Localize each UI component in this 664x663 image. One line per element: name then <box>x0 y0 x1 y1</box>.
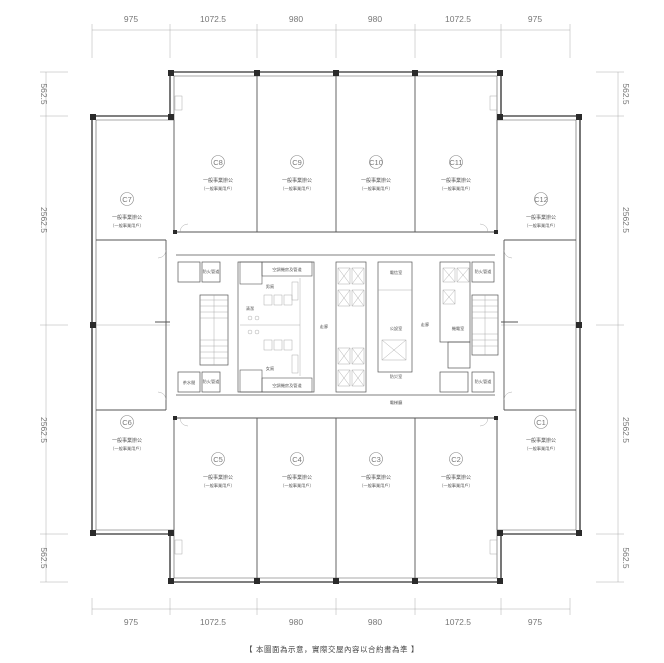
dim-right-3: 2562.5 <box>621 417 631 443</box>
dim-top-2: 1072.5 <box>200 14 226 24</box>
label-corridor-right: 走廊 <box>421 321 429 328</box>
dimension-top: 975 1072.5 980 980 1072.5 975 <box>91 14 571 58</box>
unit-c12-id: C12 <box>534 195 548 204</box>
columns <box>90 70 582 584</box>
unit-c11-sub: （一般事業用戶） <box>439 185 473 192</box>
label-shaft-right-bottom: 防火管道 <box>475 378 493 385</box>
unit-c3-sub: （一般事業用戶） <box>359 482 393 489</box>
label-mech: 機電室 <box>452 325 465 332</box>
unit-c9-id: C9 <box>292 158 302 167</box>
unit-c10-title: 一般事業辦公 <box>361 177 391 184</box>
dimension-left: 562.5 2562.5 2562.5 562.5 <box>39 71 68 583</box>
unit-c8-sub: （一般事業用戶） <box>201 185 235 192</box>
label-pantry: 茶水間 <box>183 379 196 386</box>
dim-right-4: 562.5 <box>621 547 631 569</box>
unit-c3-title: 一般事業辦公 <box>361 474 391 481</box>
unit-c9: C9 一般事業辦公 （一般事業用戶） <box>280 155 314 192</box>
unit-c12-sub: （一般事業用戶） <box>524 222 558 229</box>
unit-c3-id: C3 <box>371 455 381 464</box>
dim-top-1: 975 <box>124 14 138 24</box>
core-labels: 空調機房及管道 空調機房及管道 防火管道 防火管道 防火管道 防火管道 走廊 走… <box>183 266 492 406</box>
unit-c7-title: 一般事業辦公 <box>112 214 142 221</box>
label-electrical: 電信室 <box>390 269 403 276</box>
unit-c2: C2 一般事業辦公 （一般事業用戶） <box>439 452 473 489</box>
unit-c6: C6 一般事業辦公 （一般事業用戶） <box>110 415 144 452</box>
dim-top-6: 975 <box>528 14 542 24</box>
unit-c7-sub: （一般事業用戶） <box>110 222 144 229</box>
dim-bottom-5: 1072.5 <box>445 617 471 627</box>
unit-c10-id: C10 <box>369 158 383 167</box>
unit-c5: C5 一般事業辦公 （一般事業用戶） <box>201 452 235 489</box>
dim-bottom-2: 1072.5 <box>200 617 226 627</box>
dim-top-3: 980 <box>289 14 303 24</box>
unit-c4: C4 一般事業辦公 （一般事業用戶） <box>280 452 314 489</box>
unit-c6-title: 一般事業辦公 <box>112 437 142 444</box>
dim-top-4: 980 <box>368 14 382 24</box>
unit-c12: C12 一般事業辦公 （一般事業用戶） <box>524 192 558 229</box>
label-ac-top: 空調機房及管道 <box>272 266 302 273</box>
unit-c5-title: 一般事業辦公 <box>203 474 233 481</box>
dimension-right: 562.5 2562.5 2562.5 562.5 <box>596 71 631 583</box>
dim-left-4: 562.5 <box>39 547 49 569</box>
label-fire: 防災室 <box>390 373 403 380</box>
unit-c4-title: 一般事業辦公 <box>282 474 312 481</box>
unit-c9-sub: （一般事業用戶） <box>280 185 314 192</box>
unit-c1-title: 一般事業辦公 <box>526 437 556 444</box>
label-wc-women: 女廁 <box>266 365 274 372</box>
unit-c11-title: 一般事業辦公 <box>441 177 471 184</box>
dim-bottom-4: 980 <box>368 617 382 627</box>
dim-right-1: 562.5 <box>621 83 631 105</box>
unit-c7: C7 一般事業辦公 （一般事業用戶） <box>110 192 144 229</box>
label-shaft-right-top: 防火管道 <box>475 268 493 275</box>
unit-c11-id: C11 <box>449 158 462 167</box>
dim-bottom-1: 975 <box>124 617 138 627</box>
unit-c12-title: 一般事業辦公 <box>526 214 556 221</box>
unit-c2-id: C2 <box>451 455 461 464</box>
label-cleaning: 清潔 <box>246 305 254 312</box>
core <box>177 261 499 393</box>
door-details <box>157 95 513 555</box>
unit-c8-id: C8 <box>213 158 223 167</box>
dim-bottom-6: 975 <box>528 617 542 627</box>
label-gas: 公設室 <box>390 325 403 332</box>
unit-c8-title: 一般事業辦公 <box>203 177 233 184</box>
unit-c8: C8 一般事業辦公 （一般事業用戶） <box>201 155 235 192</box>
disclaimer-note: 【 本圖面為示意，實際交屋內容以合約書為準 】 <box>245 645 419 654</box>
unit-c1-id: C1 <box>536 418 546 427</box>
label-shaft-left-top: 防火管道 <box>203 268 221 275</box>
unit-c5-sub: （一般事業用戶） <box>201 482 235 489</box>
unit-c1-sub: （一般事業用戶） <box>524 445 558 452</box>
unit-c6-sub: （一般事業用戶） <box>110 445 144 452</box>
unit-c10: C10 一般事業辦公 （一般事業用戶） <box>359 155 393 192</box>
unit-c3: C3 一般事業辦公 （一般事業用戶） <box>359 452 393 489</box>
label-lobby: 電梯廳 <box>390 399 403 406</box>
dim-left-2: 2562.5 <box>39 207 49 233</box>
unit-c7-id: C7 <box>122 195 132 204</box>
label-ac-bottom: 空調機房及管道 <box>272 382 302 389</box>
dim-top-5: 1072.5 <box>445 14 471 24</box>
dim-bottom-3: 980 <box>289 617 303 627</box>
unit-c9-title: 一般事業辦公 <box>282 177 312 184</box>
unit-c4-id: C4 <box>292 455 302 464</box>
unit-c2-sub: （一般事業用戶） <box>439 482 473 489</box>
unit-labels: C8 一般事業辦公 （一般事業用戶） C9 一般事業辦公 （一般事業用戶） C1… <box>110 155 558 489</box>
unit-c6-id: C6 <box>122 418 132 427</box>
unit-c10-sub: （一般事業用戶） <box>359 185 393 192</box>
unit-c4-sub: （一般事業用戶） <box>280 482 314 489</box>
unit-c2-title: 一般事業辦公 <box>441 474 471 481</box>
dim-right-2: 2562.5 <box>621 207 631 233</box>
label-wc-men: 男廁 <box>266 283 274 290</box>
unit-c5-id: C5 <box>213 455 223 464</box>
unit-c1: C1 一般事業辦公 （一般事業用戶） <box>524 415 558 452</box>
office-partitions <box>96 76 576 578</box>
dim-left-1: 562.5 <box>39 83 49 105</box>
label-corridor: 走廊 <box>320 323 328 330</box>
unit-c11: C11 一般事業辦公 （一般事業用戶） <box>439 155 473 192</box>
dimension-bottom: 975 1072.5 980 980 1072.5 975 <box>91 598 571 627</box>
dim-left-3: 2562.5 <box>39 417 49 443</box>
label-shaft-left-bottom: 防火管道 <box>203 378 221 385</box>
